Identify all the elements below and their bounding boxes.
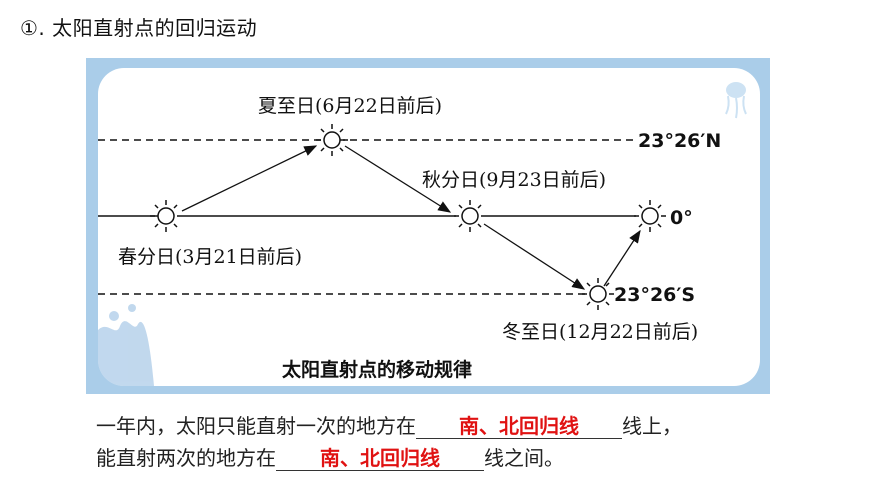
section-heading: ①. 太阳直射点的回归运动 xyxy=(20,16,258,40)
line2-prefix: 能直射两次的地方在 xyxy=(96,446,276,470)
winter-solstice-label: 冬至日(12月22日前后) xyxy=(502,321,698,343)
sun-icon xyxy=(150,200,182,232)
equator-label: 0° xyxy=(670,207,693,229)
spring-equinox-label: 春分日(3月21日前后) xyxy=(118,246,302,268)
arrow-autumn-to-winter xyxy=(483,223,586,290)
sun-icon xyxy=(454,200,486,232)
arrow-summer-to-autumn xyxy=(344,145,452,213)
line1-suffix: 线上， xyxy=(622,414,682,438)
diagram-caption: 太阳直射点的移动规律 xyxy=(282,358,472,381)
autumn-equinox-label: 秋分日(9月23日前后) xyxy=(422,169,606,191)
coral-decoration xyxy=(98,304,154,386)
sun-icon xyxy=(316,124,348,156)
line1-prefix: 一年内，太阳只能直射一次的地方在 xyxy=(96,414,416,438)
arrow-spring-to-summer xyxy=(181,145,318,212)
solar-motion-diagram: 夏至日(6月22日前后) 秋分日(9月23日前后) 春分日(3月21日前后) 冬… xyxy=(98,82,747,386)
tropic-north-label: 23°26′N xyxy=(638,130,721,152)
diagram-panel: 夏至日(6月22日前后) 秋分日(9月23日前后) 春分日(3月21日前后) 冬… xyxy=(98,68,760,386)
sun-icon xyxy=(582,278,614,310)
answer-line-1: 一年内，太阳只能直射一次的地方在南、北回归线线上， xyxy=(96,410,682,439)
answer-line-2: 能直射两次的地方在南、北回归线线之间。 xyxy=(96,442,564,471)
jellyfish-decoration xyxy=(725,82,747,119)
tropic-south-label: 23°26′S xyxy=(614,284,695,306)
arrow-winter-to-spring xyxy=(603,229,641,287)
line2-suffix: 线之间。 xyxy=(484,446,564,470)
answer-blank-1: 南、北回归线 xyxy=(416,414,622,439)
diagram-frame: 夏至日(6月22日前后) 秋分日(9月23日前后) 春分日(3月21日前后) 冬… xyxy=(86,58,770,394)
answer-blank-2: 南、北回归线 xyxy=(276,446,484,471)
summer-solstice-label: 夏至日(6月22日前后) xyxy=(258,95,442,117)
sun-icon xyxy=(634,200,666,232)
